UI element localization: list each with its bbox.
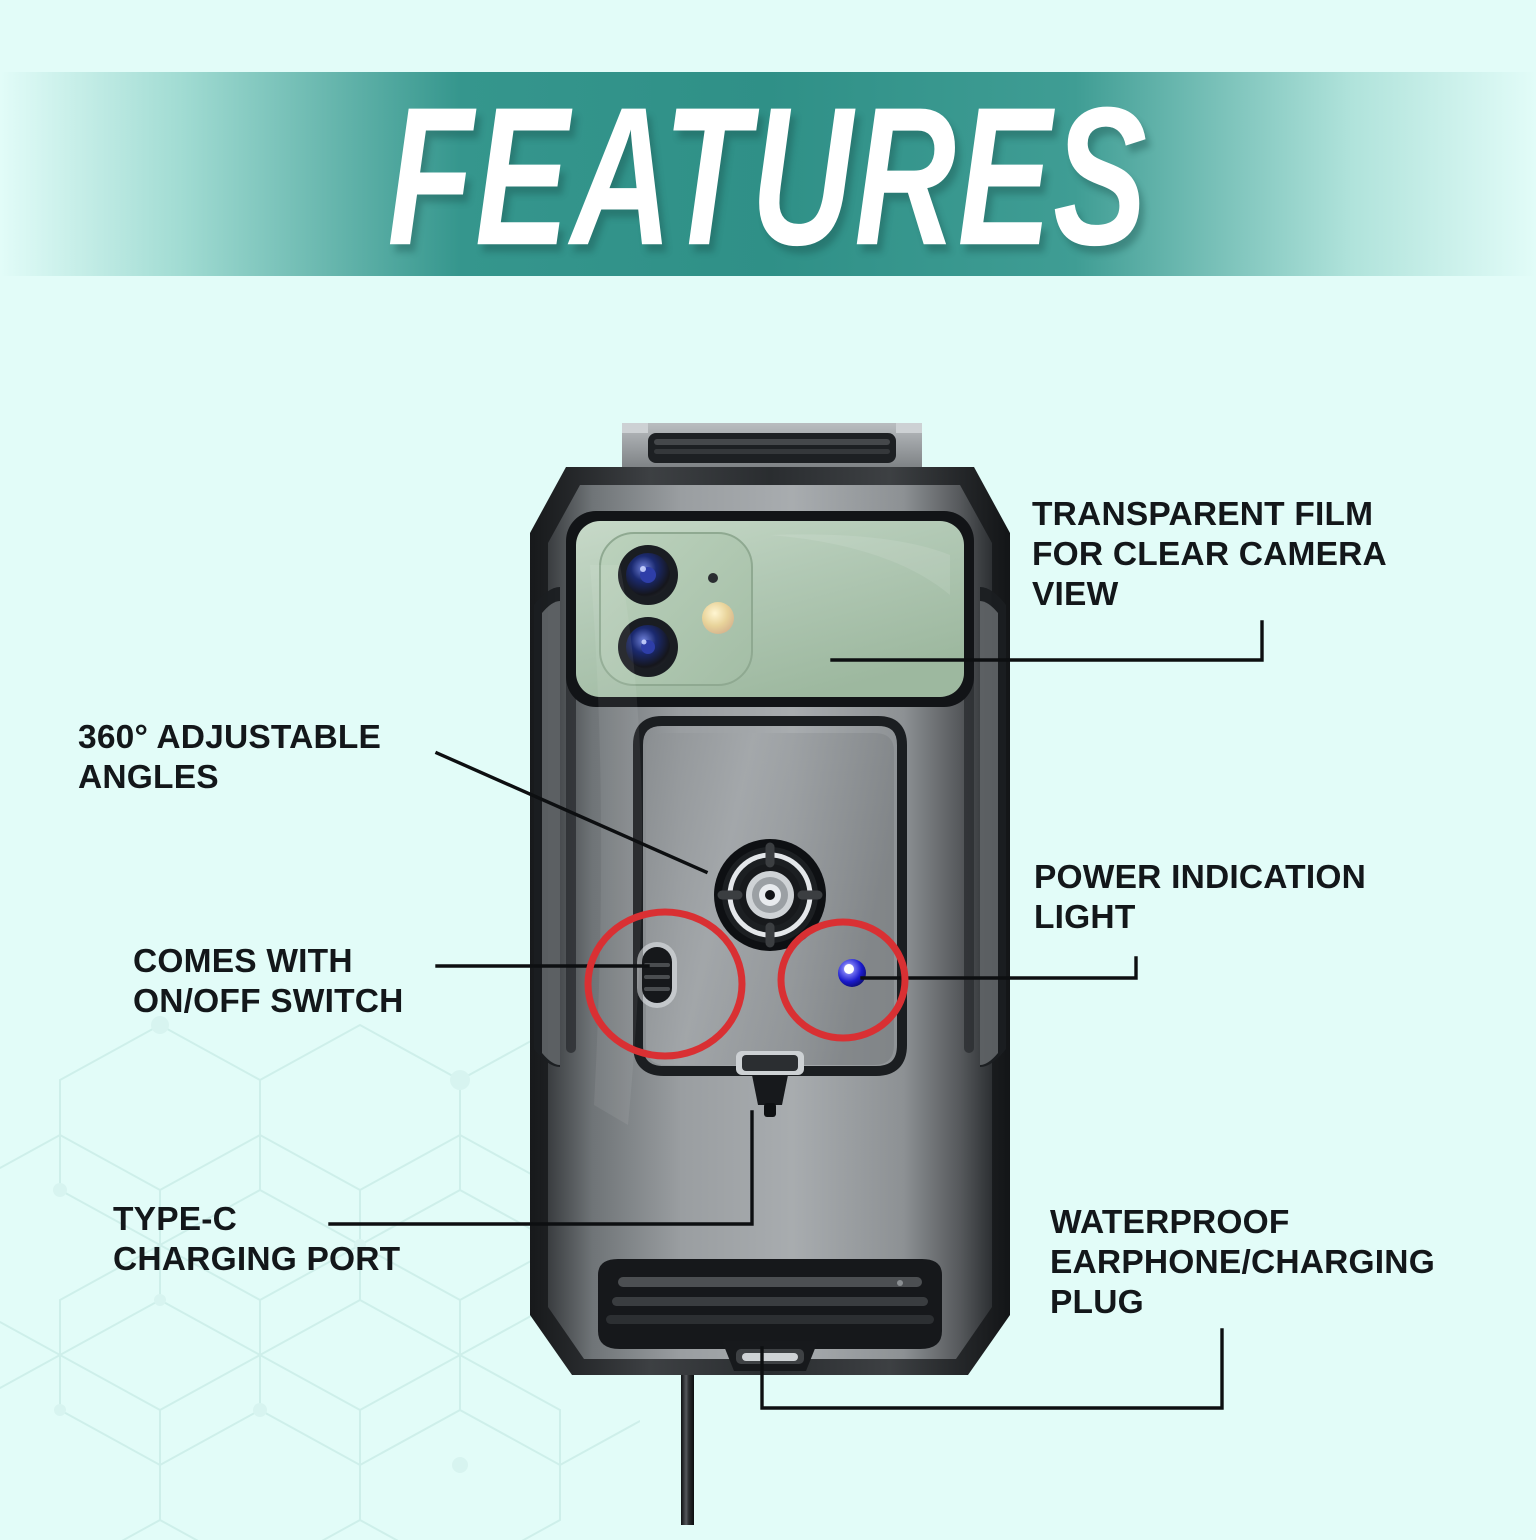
callout-type-c-charging-port: TYPE-C CHARGING PORT	[113, 1201, 401, 1278]
type-c-connector	[736, 1051, 804, 1117]
title-band	[0, 72, 1536, 276]
power-indicator-led	[838, 959, 866, 987]
top-latch-clip	[622, 423, 922, 467]
waterproof-port-plug	[722, 1341, 818, 1371]
bottom-bumper	[598, 1259, 942, 1349]
ball-socket-mount	[714, 839, 826, 951]
on-off-switch	[637, 942, 677, 1008]
side-grip-rails	[534, 587, 1006, 1067]
camera-microphone	[708, 573, 718, 583]
callout-adjustable-angles: 360° ADJUSTABLE ANGLES	[78, 719, 382, 796]
camera-flash	[702, 602, 734, 634]
product-illustration	[530, 423, 1010, 1525]
callout-on-off-switch: COMES WITH ON/OFF SWITCH	[133, 943, 404, 1020]
callout-waterproof-plug: WATERPROOF EARPHONE/CHARGING PLUG	[1050, 1204, 1435, 1321]
callout-power-indication-light: POWER INDICATION LIGHT	[1034, 859, 1366, 936]
page-title: FEATURES	[387, 67, 1149, 287]
callout-transparent-film: TRANSPARENT FILM FOR CLEAR CAMERA VIEW	[1032, 496, 1387, 613]
